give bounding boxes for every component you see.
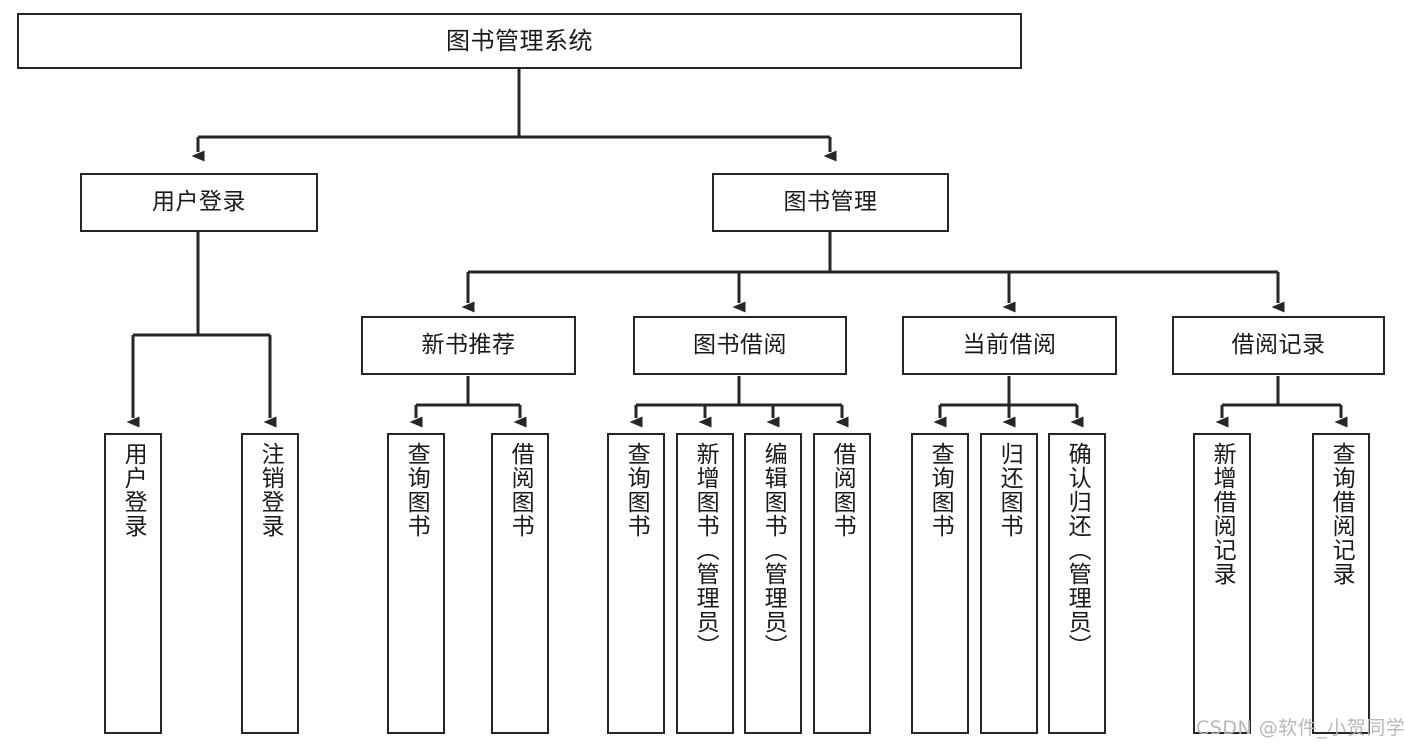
node-leaf-logout-login[interactable]: 注销登录	[241, 433, 299, 734]
node-current-borrow[interactable]: 当前借阅	[902, 316, 1117, 375]
node-leaf-return-book[interactable]: 归还图书	[980, 433, 1038, 734]
node-label: 新增借阅记录	[1209, 442, 1236, 586]
node-leaf-add-book-admin[interactable]: 新增图书（管理员）	[676, 433, 734, 734]
node-root-book-management-system[interactable]: 图书管理系统	[17, 13, 1022, 69]
node-new-book-recommend[interactable]: 新书推荐	[361, 316, 576, 375]
node-user-login[interactable]: 用户登录	[80, 173, 318, 232]
node-leaf-query-book-recommend[interactable]: 查询图书	[387, 433, 445, 734]
node-leaf-borrow-book-recommend[interactable]: 借阅图书	[491, 433, 549, 734]
node-label: 查询图书	[623, 442, 650, 538]
node-label: 新书推荐	[421, 331, 516, 358]
node-label: 编辑图书（管理员）	[760, 442, 787, 658]
node-label: 当前借阅	[962, 331, 1057, 358]
node-label: 归还图书	[996, 442, 1023, 538]
node-leaf-user-login[interactable]: 用户登录	[104, 433, 162, 734]
node-leaf-query-borrow-record[interactable]: 查询借阅记录	[1312, 433, 1370, 734]
node-borrow-record[interactable]: 借阅记录	[1172, 316, 1385, 375]
node-label: 用户登录	[152, 188, 246, 215]
node-label: 查询图书	[927, 442, 954, 538]
node-label: 查询图书	[403, 442, 430, 538]
node-leaf-add-borrow-record[interactable]: 新增借阅记录	[1193, 433, 1251, 734]
csdn-watermark: CSDN @软件_小贺同学	[1196, 717, 1405, 739]
node-label: 用户登录	[120, 442, 147, 538]
node-label: 查询借阅记录	[1328, 442, 1355, 586]
node-label: 借阅图书	[507, 442, 534, 538]
node-book-borrow[interactable]: 图书借阅	[633, 316, 847, 375]
node-book-management[interactable]: 图书管理	[712, 173, 949, 232]
node-label: 图书借阅	[693, 331, 787, 358]
node-leaf-query-book-borrow[interactable]: 查询图书	[607, 433, 665, 734]
node-leaf-borrow-book[interactable]: 借阅图书	[813, 433, 871, 734]
node-label: 借阅图书	[829, 442, 856, 538]
node-label: 新增图书（管理员）	[692, 442, 719, 658]
node-label: 注销登录	[257, 442, 284, 538]
node-label: 借阅记录	[1231, 331, 1326, 358]
node-label: 确认归还（管理员）	[1064, 442, 1091, 658]
node-leaf-query-book-current[interactable]: 查询图书	[911, 433, 969, 734]
node-leaf-confirm-return-admin[interactable]: 确认归还（管理员）	[1048, 433, 1106, 734]
node-label: 图书管理系统	[446, 26, 593, 55]
node-leaf-edit-book-admin[interactable]: 编辑图书（管理员）	[744, 433, 802, 734]
node-label: 图书管理	[783, 188, 878, 215]
